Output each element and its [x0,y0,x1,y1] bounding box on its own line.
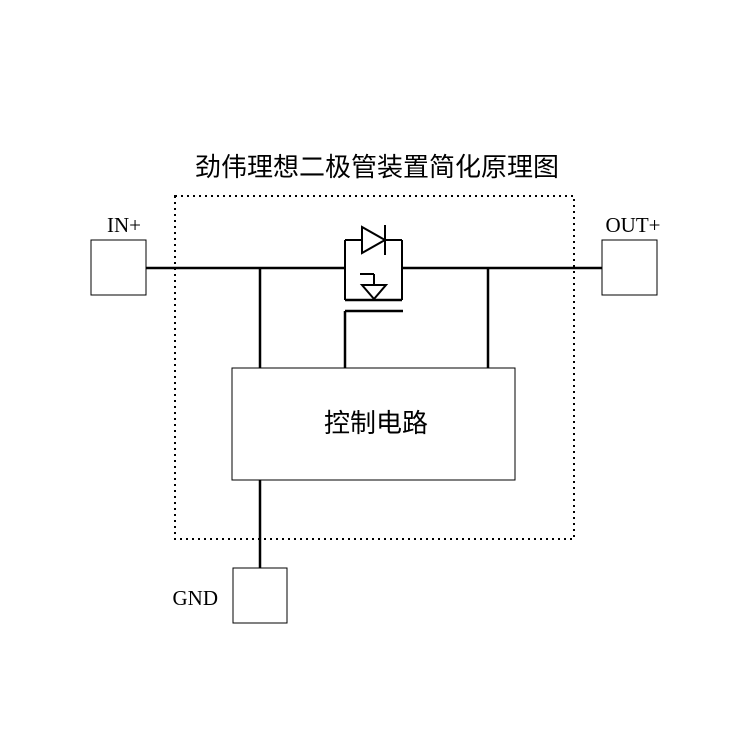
in-terminal-box [90,239,147,296]
gnd-terminal-label: GND [173,586,219,610]
out-terminal-label: OUT+ [605,213,660,237]
control-circuit-label: 控制电路 [324,409,428,438]
body-diode-icon [361,225,388,255]
mosfet-symbol [344,225,403,313]
device-boundary [174,195,575,540]
control-connections [258,268,490,568]
out-terminal-box [601,239,658,296]
control-circuit-block [231,367,516,481]
diagram-title: 劲伟理想二极管装置简化原理图 [195,153,559,182]
in-terminal-label: IN+ [107,213,141,237]
gnd-terminal-box [232,567,288,624]
body-arrow-icon [359,284,389,301]
